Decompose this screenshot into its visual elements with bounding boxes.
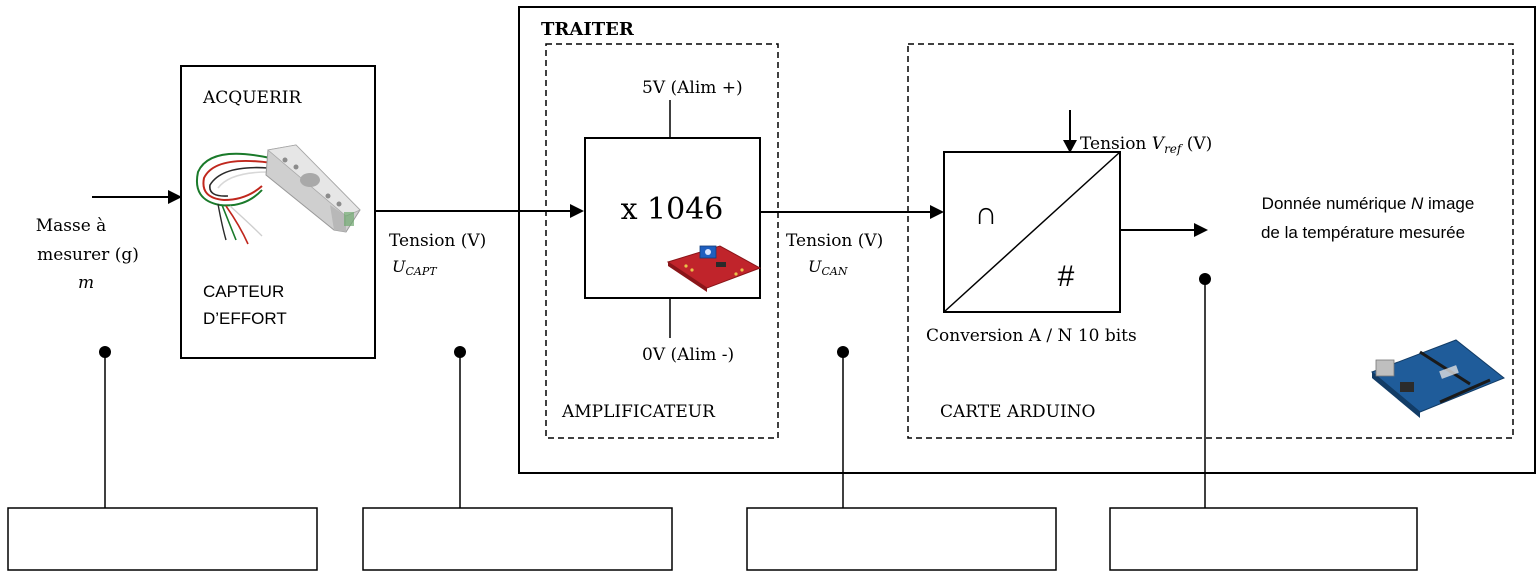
signal-can-symbol-main: U xyxy=(808,257,822,276)
load-cell-sensor-picture xyxy=(196,144,361,245)
signal-capt-arrowhead xyxy=(570,204,584,218)
vref-unit: (V) xyxy=(1181,134,1212,154)
amplifier-board-picture xyxy=(666,245,762,292)
pointer-3 xyxy=(837,346,849,508)
signal-capt-label: Tension (V) xyxy=(389,231,486,251)
signal-can-symbol-sub: CAN xyxy=(821,265,847,278)
vref-label: Tension Vref (V) xyxy=(1080,134,1212,156)
output-arrowhead xyxy=(1194,223,1208,237)
converter-diagonal xyxy=(943,151,1121,313)
acquerir-title: ACQUERIR xyxy=(202,88,302,108)
answer-box-4[interactable] xyxy=(1109,507,1418,571)
signal-capt-symbol-sub: CAPT xyxy=(405,265,438,278)
signal-capt-symbol: UCAPT xyxy=(392,257,438,278)
input-label-line1: Masse à xyxy=(36,216,107,236)
signal-capt-symbol-main: U xyxy=(392,257,406,276)
input-arrowhead xyxy=(168,190,182,204)
answer-box-3[interactable] xyxy=(746,507,1057,571)
sensor-label-line1: CAPTEUR xyxy=(203,282,284,301)
answer-box-2[interactable] xyxy=(362,507,673,571)
supply-plus-label: 5V (Alim +) xyxy=(642,78,743,98)
supply-minus-label: 0V (Alim -) xyxy=(642,345,734,365)
output-label-line1: Donnée numérique N image xyxy=(1262,194,1475,213)
input-symbol: m xyxy=(78,273,94,293)
converter-box xyxy=(943,151,1121,313)
signal-can-label: Tension (V) xyxy=(786,231,883,251)
traiter-title: TRAITER xyxy=(541,19,635,40)
input-label-line2: mesurer (g) xyxy=(37,245,139,265)
vref-subscript: ref xyxy=(1164,142,1184,156)
output-label-prefix: Donnée numérique xyxy=(1262,194,1411,213)
output-label-line2: de la température mesurée xyxy=(1261,223,1465,242)
vref-symbol: V xyxy=(1152,134,1166,154)
sensor-label-line2: D’EFFORT xyxy=(203,309,287,328)
vref-label-prefix: Tension xyxy=(1080,134,1152,154)
arduino-label: CARTE ARDUINO xyxy=(940,402,1096,422)
pointer-2 xyxy=(454,346,466,508)
pointer-4 xyxy=(1199,273,1211,508)
traiter-frame xyxy=(518,6,1536,474)
amplifier-gain: x 1046 xyxy=(621,192,724,227)
amplifier-label: AMPLIFICATEUR xyxy=(561,402,716,422)
output-symbol: N xyxy=(1411,194,1424,213)
signal-can-arrowhead xyxy=(930,205,944,219)
converter-caption: Conversion A / N 10 bits xyxy=(926,326,1137,346)
signal-can-symbol: UCAN xyxy=(808,257,848,278)
output-label-suffix: image xyxy=(1423,194,1474,213)
pointer-1 xyxy=(99,346,111,508)
digital-glyph: # xyxy=(1058,260,1075,293)
vref-arrowhead xyxy=(1063,140,1077,153)
answer-box-1[interactable] xyxy=(7,507,318,571)
amplifier-box xyxy=(584,137,761,299)
arduino-board-picture xyxy=(1371,339,1505,418)
arduino-dashed-frame xyxy=(907,43,1514,439)
analog-glyph: ∩ xyxy=(975,195,998,231)
amplifier-dashed-frame xyxy=(545,43,779,439)
